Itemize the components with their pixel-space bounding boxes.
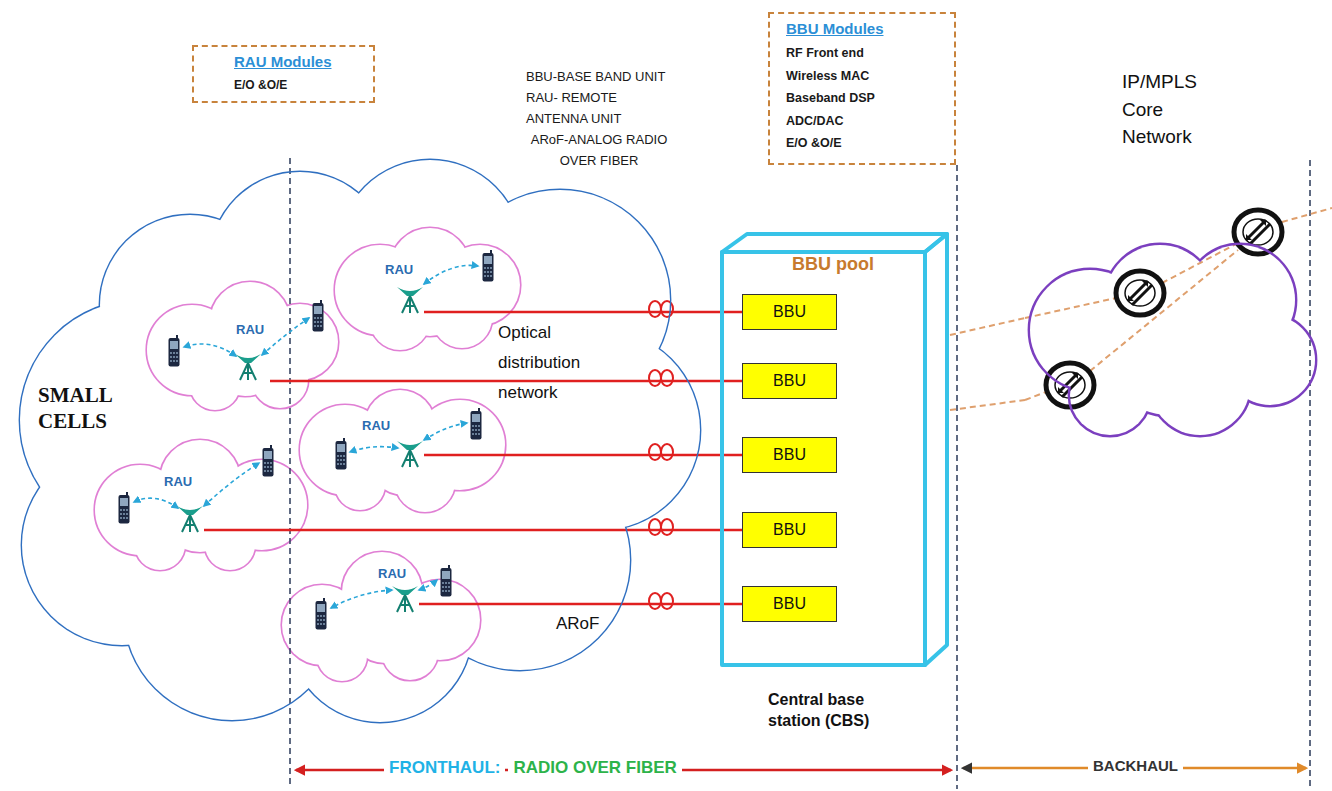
abbreviation-note: RAU- REMOTE ANTENNA UNIT bbox=[526, 87, 666, 129]
wireless-links bbox=[134, 265, 478, 608]
cloud-shape bbox=[1025, 62, 1320, 440]
cloud-arc bbox=[210, 172, 390, 352]
unit-label: RAU bbox=[385, 262, 413, 278]
cloud-arc bbox=[150, 250, 550, 650]
remote-antenna-unit: RAU bbox=[360, 414, 424, 470]
cloud-outline bbox=[147, 282, 338, 410]
remote-antenna-unit: RAU bbox=[230, 318, 270, 386]
unit-label: RAU bbox=[362, 418, 390, 434]
fiber-link bbox=[424, 311, 742, 314]
unit-label: BBU bbox=[773, 445, 806, 464]
baseband-unit: BBU bbox=[742, 294, 837, 330]
module-item: E/O &O/E bbox=[234, 78, 287, 92]
text-holder: FRONTHAUL: bbox=[384, 758, 505, 778]
module-item: Baseband DSP bbox=[786, 87, 875, 110]
remote-antenna-unit: RAU bbox=[374, 562, 419, 617]
text-holder: ARoF-ANALOG RADIO OVER FIBER bbox=[518, 129, 680, 171]
baseband-unit: BBU bbox=[742, 363, 837, 399]
box-caption: Central base station (CBS) bbox=[768, 690, 893, 732]
text-holder: BACKHAUL bbox=[1088, 757, 1183, 775]
cloud-outline bbox=[300, 390, 505, 512]
span-label: RADIO OVER FIBER bbox=[508, 758, 681, 778]
box-heading: BBU pool bbox=[792, 254, 874, 276]
cloud-arc bbox=[347, 587, 423, 663]
module-item: Wireless MAC bbox=[786, 65, 869, 88]
fiber-link bbox=[204, 529, 742, 532]
remote-antenna-unit: RAU bbox=[380, 258, 424, 318]
box-outline bbox=[722, 234, 947, 665]
text-holder: Central base station (CBS) bbox=[768, 690, 893, 732]
bbu-pool: BBU poolCentral base station (CBS)BBUBBU… bbox=[720, 232, 950, 667]
module-box: BBU Modules RF Front endWireless MACBaseb… bbox=[768, 12, 956, 165]
text-holder: RADIO OVER FIBER bbox=[508, 758, 681, 778]
cloud-arc bbox=[22, 445, 222, 645]
cloud-arc bbox=[1100, 275, 1240, 415]
module-box: RAU ModulesE/O &O/E bbox=[192, 45, 375, 103]
cloud-arc bbox=[100, 215, 280, 395]
text-holder: ARoF bbox=[556, 614, 599, 634]
baseband-unit: BBU bbox=[742, 586, 837, 622]
fiber-link bbox=[270, 380, 742, 383]
cloud-shape bbox=[15, 155, 705, 725]
baseband-unit: BBU bbox=[742, 512, 837, 548]
text-holder: IP/MPLS Core Network bbox=[1122, 68, 1217, 151]
remote-antenna-unit: RAU bbox=[158, 470, 204, 538]
cloud-outline bbox=[20, 160, 700, 722]
cloud-arc bbox=[288, 538, 472, 722]
module-item: ADC/DAC bbox=[786, 110, 844, 133]
fronthaul-boundaries bbox=[290, 158, 1310, 789]
text-holder: SMALL CELLS bbox=[38, 382, 133, 435]
cloud-outline bbox=[95, 440, 307, 570]
baseband-unit: BBU bbox=[742, 437, 837, 473]
text-holder: RAU bbox=[378, 566, 406, 582]
routers bbox=[1046, 210, 1282, 407]
module-item: E/O &O/E bbox=[786, 132, 842, 155]
text-holder: BBU pool bbox=[792, 254, 874, 276]
cloud-arc bbox=[1150, 335, 1250, 435]
cloud-arc bbox=[410, 450, 630, 670]
cloud-arc bbox=[207, 320, 283, 396]
cloud-arc bbox=[317, 631, 367, 681]
cloud-arc bbox=[400, 580, 480, 660]
core-network: IP/MPLS Core Network bbox=[1025, 62, 1320, 440]
box-heading: BBU Modules bbox=[786, 20, 884, 38]
region-label: SMALL CELLS bbox=[38, 382, 133, 435]
cloud-outline bbox=[1030, 245, 1315, 435]
cloud-arc bbox=[415, 400, 505, 490]
link-label: ARoF bbox=[556, 614, 599, 634]
abbreviation-note: BBU-BASE BAND UNIT bbox=[526, 66, 665, 87]
unit-label: BBU bbox=[773, 371, 806, 390]
backhaul-link bbox=[950, 400, 1025, 410]
backhaul-link bbox=[950, 318, 1025, 335]
text-holder: RAU bbox=[385, 262, 413, 278]
box-heading: RAU Modules bbox=[234, 53, 332, 71]
unit-label: BBU bbox=[773, 594, 806, 613]
mobile-phones bbox=[119, 250, 494, 630]
unit-label: BBU bbox=[773, 302, 806, 321]
text-holder: RAU bbox=[164, 474, 192, 490]
text-holder: RAU- REMOTE ANTENNA UNIT bbox=[526, 87, 666, 129]
cloud-arc bbox=[205, 520, 255, 570]
unit-label: RAU bbox=[378, 566, 406, 582]
cloud-heading: IP/MPLS Core Network bbox=[1122, 68, 1217, 151]
unit-label: RAU bbox=[236, 322, 264, 338]
unit-label: RAU bbox=[164, 474, 192, 490]
fiber-link bbox=[424, 454, 742, 457]
abbreviation-note: ARoF-ANALOG RADIO OVER FIBER bbox=[518, 129, 680, 171]
text-holder: BBU-BASE BAND UNIT bbox=[526, 66, 665, 87]
span-label: FRONTHAUL: bbox=[384, 758, 505, 778]
text-holder: RAU bbox=[362, 418, 390, 434]
span-label: BACKHAUL bbox=[1088, 757, 1183, 775]
antenna-towers bbox=[177, 287, 423, 612]
unit-label: BBU bbox=[773, 520, 806, 539]
network-label: Optical distribution network bbox=[498, 323, 580, 402]
text-holder: Optical distribution network bbox=[498, 318, 608, 408]
module-item: RF Front end bbox=[786, 42, 864, 65]
cloud-region: SMALL CELLS RAU RAU RAU RAU RAU bbox=[15, 155, 705, 725]
text-holder: RAU bbox=[236, 322, 264, 338]
cloud-outline bbox=[335, 228, 520, 350]
cloud-arc bbox=[1070, 355, 1150, 435]
